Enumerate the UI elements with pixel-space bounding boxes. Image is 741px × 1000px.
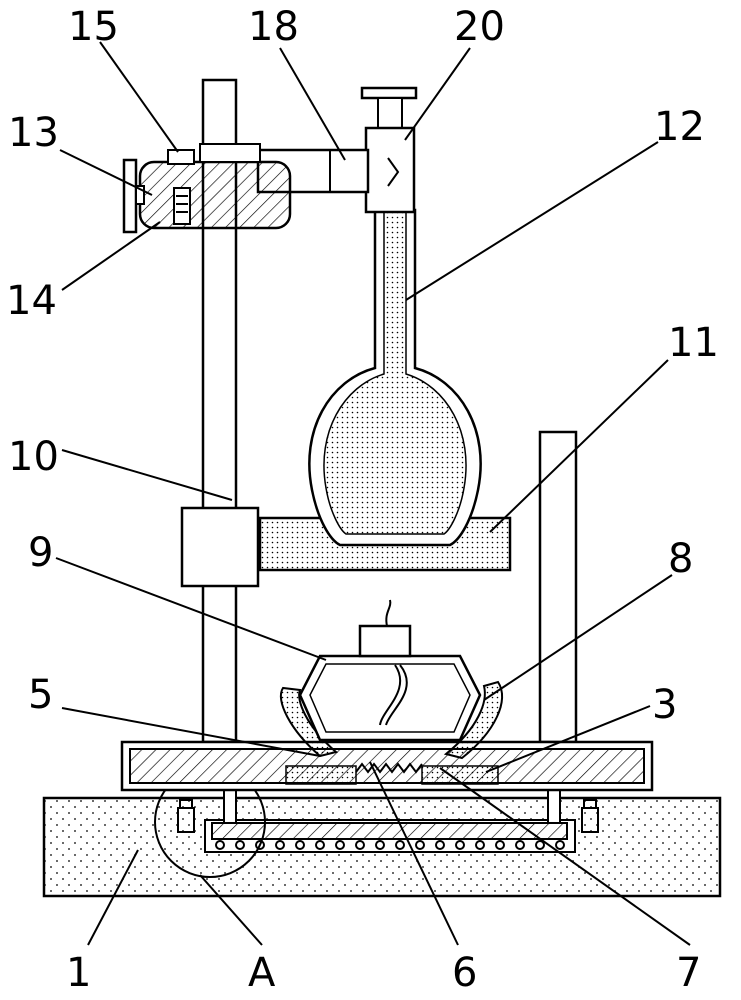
knob-13 [122, 158, 138, 234]
lamp-cap [358, 624, 412, 658]
slide-plate [211, 822, 568, 840]
clamp-screw [377, 97, 403, 129]
label-5: 5 [28, 672, 53, 718]
arm-tip [387, 157, 400, 187]
knob-13-stem [135, 185, 145, 205]
label-9: 9 [28, 530, 53, 576]
label-13: 13 [8, 110, 59, 156]
left-latch [177, 799, 195, 833]
leader-lines [55, 41, 691, 946]
label-6: 6 [452, 950, 477, 996]
label-11: 11 [668, 320, 719, 366]
screw-14 [173, 187, 191, 225]
right-leg [547, 789, 561, 824]
label-20: 20 [454, 4, 505, 50]
clamp-ring [199, 143, 261, 163]
ball-row [215, 840, 565, 850]
label-15: 15 [68, 4, 119, 50]
label-12: 12 [654, 104, 705, 150]
clamp-screw-head [360, 86, 418, 100]
label-1: 1 [66, 950, 91, 996]
right-pad [421, 765, 499, 785]
lamp-wick [385, 599, 392, 627]
slider-block [180, 506, 260, 588]
flask-inner [323, 209, 467, 535]
wick-inside [379, 664, 408, 726]
label-18: 18 [248, 4, 299, 50]
label-14: 14 [6, 278, 57, 324]
label-3: 3 [652, 682, 677, 728]
label-a: A [248, 950, 276, 996]
label-7: 7 [676, 950, 701, 996]
label-8: 8 [668, 536, 693, 582]
spring [355, 762, 423, 774]
clamp-body [364, 126, 416, 214]
right-latch [581, 799, 599, 833]
clamp-head-block [138, 160, 292, 230]
alcohol-lamp-inner [309, 663, 471, 733]
left-pad [285, 765, 357, 785]
label-10: 10 [8, 434, 59, 480]
left-leg [223, 789, 237, 824]
gear-15 [167, 149, 195, 165]
right-post [538, 430, 578, 744]
